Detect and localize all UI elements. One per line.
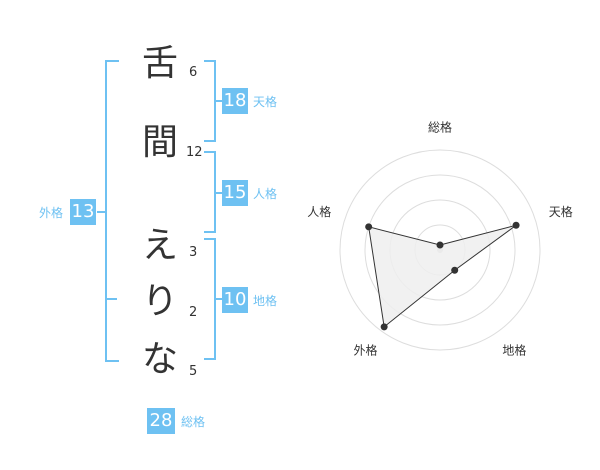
radar-point-1	[436, 241, 444, 249]
radar-point-3	[451, 266, 459, 274]
soukaku-value-badge: 28	[147, 408, 175, 434]
stroke-count-1: 6	[189, 65, 198, 80]
radar-point-2	[512, 221, 520, 229]
tenkaku-value-badge: 18	[222, 88, 248, 114]
radar-series-polygon	[368, 224, 517, 328]
radar-ring	[364, 174, 516, 326]
jinkaku-bracket	[204, 151, 216, 233]
tenkaku-bracket	[204, 60, 216, 142]
radar-point-4	[380, 323, 388, 331]
radar-axis-label-2: 天格	[549, 204, 573, 219]
gaikaku-value-badge: 13	[70, 199, 96, 225]
radar-axis-label-4: 外格	[354, 343, 378, 358]
radar-ring	[339, 149, 541, 351]
chikaku-value-badge: 10	[222, 287, 248, 313]
jinkaku-label: 人格	[253, 187, 278, 201]
gaikaku-bracket	[105, 60, 119, 362]
gaikaku-bracket-tick	[97, 211, 105, 213]
radar-point-5	[365, 223, 373, 231]
stroke-count-3: 3	[189, 245, 198, 260]
name-char-1: 舌	[142, 43, 179, 84]
name-char-4: り	[142, 281, 179, 322]
jinkaku-bracket-tick	[216, 192, 222, 194]
stroke-count-5: 5	[189, 364, 198, 379]
soukaku-label: 総格	[181, 415, 206, 429]
tenkaku-label: 天格	[253, 95, 278, 109]
chikaku-label: 地格	[253, 294, 278, 308]
tenkaku-bracket-tick	[216, 100, 222, 102]
jinkaku-value-badge: 15	[222, 180, 248, 206]
name-char-3: え	[142, 225, 179, 266]
name-char-5: な	[142, 339, 179, 380]
gaikaku-bracket-split	[107, 298, 117, 300]
radar-axis-label-5: 人格	[307, 204, 331, 219]
stroke-count-4: 2	[189, 305, 198, 320]
chikaku-bracket	[204, 238, 216, 360]
radar-axis-label-1: 総格	[428, 120, 452, 135]
chikaku-bracket-tick	[216, 298, 222, 300]
gaikaku-label: 外格	[39, 206, 64, 220]
name-char-2: 間	[142, 122, 179, 163]
radar-axis-label-3: 地格	[502, 343, 526, 358]
stroke-count-2: 12	[186, 145, 203, 160]
